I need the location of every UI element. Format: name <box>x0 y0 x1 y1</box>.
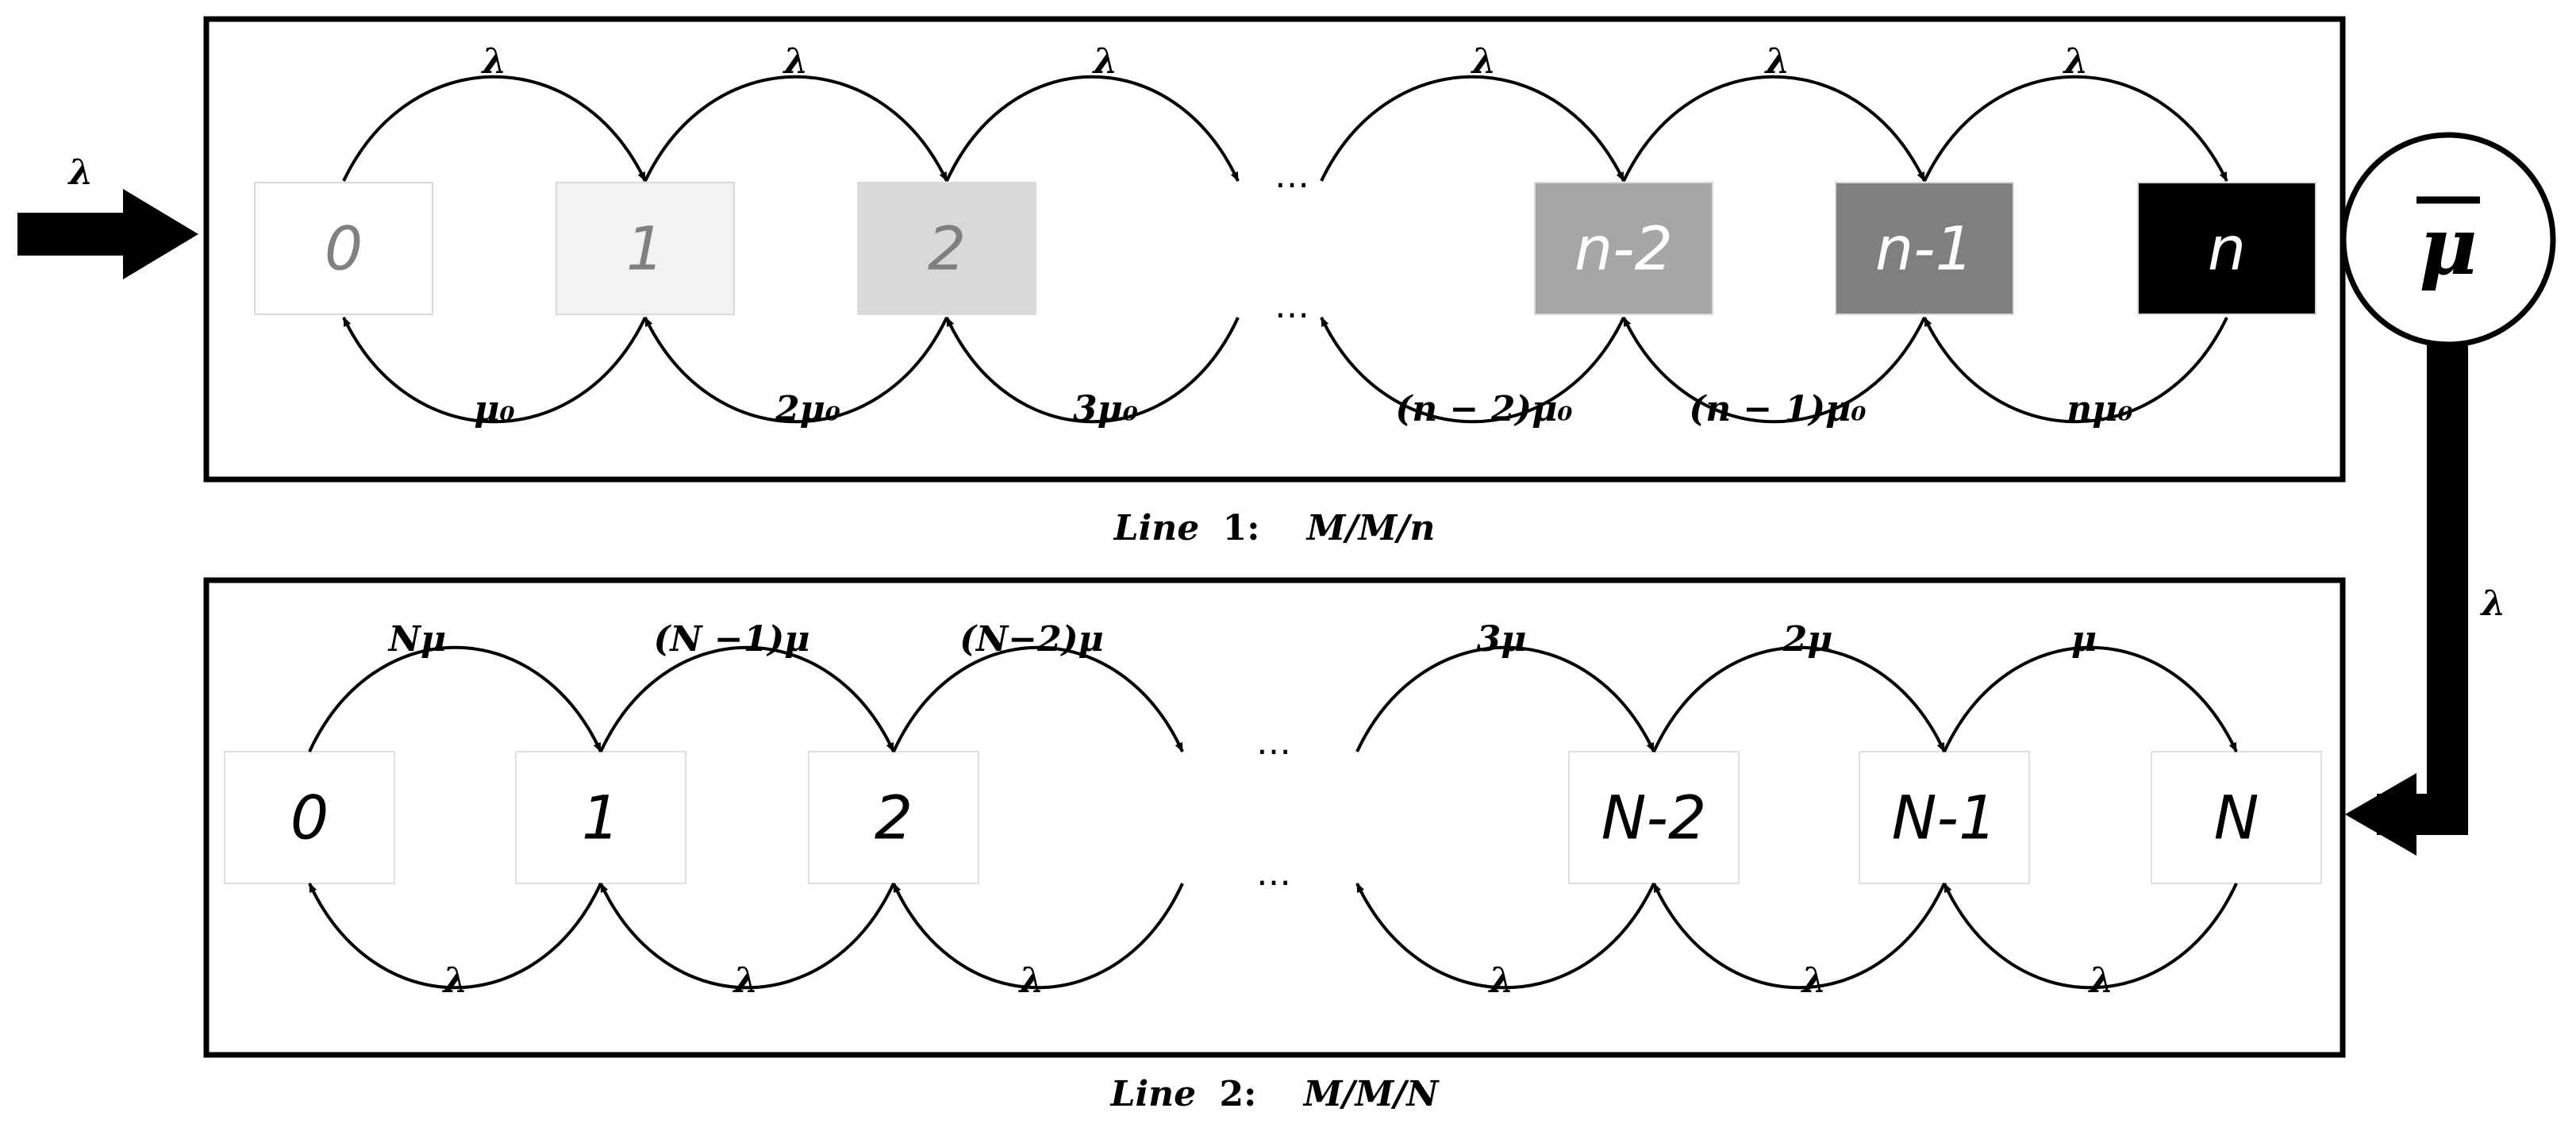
line1-state-label: 1 <box>626 214 664 284</box>
line1-backward-arc <box>644 317 948 424</box>
line1-state-label: 2 <box>928 214 966 284</box>
line1-backward-rate-label: (n − 1)μ₀ <box>1689 389 1866 429</box>
line1-forward-rate-label: λ <box>481 41 507 82</box>
line1-caption-number: 1: <box>1223 508 1260 548</box>
line2-forward-arc <box>1943 645 2238 752</box>
line2-backward-arc <box>1943 883 2238 990</box>
line2-state-box <box>2151 751 2322 884</box>
line1-state-box <box>254 182 433 315</box>
line2-forward-arc <box>892 645 1184 752</box>
line2-backward-rate-label: λ <box>1801 960 1827 1001</box>
line2-backward-rate-label: λ <box>732 960 759 1001</box>
line2-state-label: N <box>2214 783 2259 853</box>
inflow-rate-label: λ <box>67 152 94 193</box>
line2-state-label: 1 <box>582 783 620 853</box>
line2-backward-arc <box>308 883 602 990</box>
line2-state-label: N-2 <box>1601 783 1707 853</box>
line2-ellipsis-bottom: … <box>1256 853 1291 894</box>
line1-forward-rate-label: λ <box>782 41 809 82</box>
line2-backward-rate-label: λ <box>442 960 468 1001</box>
line2-ellipsis-top: … <box>1256 722 1291 763</box>
feedback-connector <box>2427 344 2468 835</box>
line1-caption: Line 1: M/M/n <box>1113 508 1436 548</box>
line2-forward-rate-label: 3μ <box>1477 619 1527 660</box>
line1-forward-arc <box>945 75 1240 182</box>
line1-forward-arc <box>644 75 948 182</box>
line1-ellipsis-bottom: … <box>1275 286 1309 326</box>
line1-forward-arc <box>1622 75 1926 182</box>
line2-backward-arc <box>1355 883 1655 990</box>
line2-frame <box>203 577 2346 1058</box>
line2-caption-prefix: Line <box>1109 1074 1197 1114</box>
line2-caption: Line 2: M/M/N <box>1109 1074 1440 1114</box>
line1-state-label: n-1 <box>1875 214 1974 284</box>
line1-backward-arc <box>1622 317 1926 424</box>
line2-backward-rate-label: λ <box>2088 960 2114 1001</box>
line1-backward-rate-label: (n − 2)μ₀ <box>1395 389 1572 429</box>
line2-forward-rate-label: (N −1)μ <box>654 619 810 660</box>
line2-chain: 0 1 2 N-2 N-1 N Nμ (N −1)μ (N−2)μ 3μ 2μ μ λ λ λ λ λ λ … … <box>224 619 2322 1001</box>
line2-state-box <box>808 751 979 884</box>
line1-state-box <box>857 182 1036 315</box>
line1-backward-rate-label: 3μ₀ <box>1073 389 1138 429</box>
line1-forward-arc <box>342 75 647 182</box>
line1-backward-arc <box>1923 317 2228 424</box>
line2-state-box <box>1859 751 2030 884</box>
line1-chain: 0 1 2 n-2 n-1 n λ λ λ λ λ λ μ₀ 2μ₀ 3μ₀ (n − 2)μ₀ (n − 1)… <box>254 41 2316 429</box>
line1-ellipsis-top: … <box>1275 156 1309 196</box>
line2-forward-arc <box>599 645 895 752</box>
line2-forward-arc <box>1355 645 1655 752</box>
line1-state-label: n <box>2208 214 2246 284</box>
line1-state-box <box>1835 182 2014 315</box>
feedback-rate-label: λ <box>2480 583 2506 624</box>
line2-state-label: 0 <box>290 783 329 853</box>
server-label: μ <box>2419 199 2477 293</box>
line1-state-box <box>556 182 735 315</box>
line2-forward-rate-label: Nμ <box>387 619 446 660</box>
line2-caption-number: 2: <box>1220 1074 1257 1114</box>
line2-backward-rate-label: λ <box>1488 960 1514 1001</box>
line1-forward-rate-label: λ <box>2063 41 2089 82</box>
line1-forward-arc <box>1320 75 1625 182</box>
line2-forward-rate-label: 2μ <box>1782 619 1833 660</box>
line1-backward-arc <box>1320 317 1625 424</box>
line2-backward-arc <box>1652 883 1946 990</box>
line1-caption-prefix: Line <box>1113 508 1200 548</box>
line1-backward-rate-label: nμ₀ <box>2067 389 2132 429</box>
line2-state-box <box>224 751 395 884</box>
line2-state-label: 2 <box>875 783 913 853</box>
line2-caption-model: M/M/N <box>1302 1074 1440 1114</box>
line2-backward-rate-label: λ <box>1018 960 1044 1001</box>
line2-state-box <box>515 751 686 884</box>
line2-forward-arc <box>308 645 602 752</box>
line1-state-box <box>1534 182 1713 315</box>
line2-forward-rate-label: μ <box>2071 619 2097 660</box>
line1-backward-arc <box>342 317 647 424</box>
inflow-arrow <box>17 189 198 279</box>
line2-state-label: N-1 <box>1892 783 1997 853</box>
line1-backward-rate-label: μ₀ <box>474 389 514 429</box>
line2-forward-arc <box>1652 645 1946 752</box>
line2-forward-rate-label: (N−2)μ <box>959 619 1104 660</box>
line1-state-label: 0 <box>325 214 363 284</box>
line1-caption-model: M/M/n <box>1305 508 1436 548</box>
line2-backward-arc <box>599 883 895 990</box>
line1-forward-rate-label: λ <box>1092 41 1118 82</box>
line2-state-box <box>1568 751 1740 884</box>
line1-forward-arc <box>1923 75 2228 182</box>
line1-backward-arc <box>945 317 1240 424</box>
line1-forward-rate-label: λ <box>1471 41 1497 82</box>
line2-backward-arc <box>892 883 1184 990</box>
line1-backward-rate-label: 2μ₀ <box>775 389 840 429</box>
line1-state-label: n-2 <box>1574 214 1673 284</box>
line1-state-box <box>2137 182 2316 315</box>
line1-forward-rate-label: λ <box>1764 41 1790 82</box>
feedback-arrowhead <box>2345 773 2416 856</box>
